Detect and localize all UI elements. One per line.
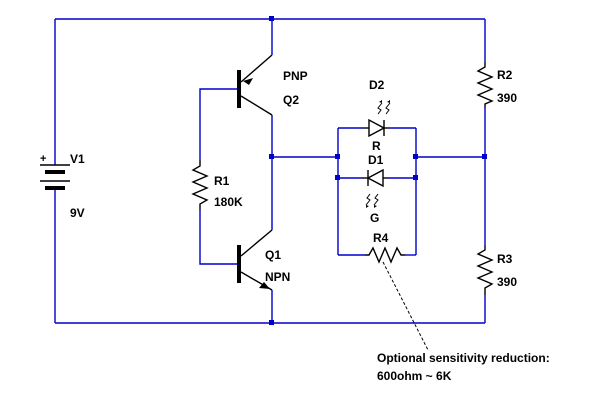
q2-ref-label: Q2 (283, 93, 299, 107)
q1-type-label: NPN (265, 270, 290, 284)
resistor-r4: R4 (365, 231, 405, 264)
junction-bottom (269, 320, 274, 325)
junction-bridge-right (413, 154, 418, 159)
r3-zigzag (476, 245, 494, 295)
d1-ref-label: D1 (368, 153, 384, 167)
r4-zigzag (365, 246, 405, 264)
v1-value-label: 9V (70, 206, 85, 220)
d2-ref-label: D2 (369, 78, 385, 92)
d2-color-label: R (372, 139, 381, 153)
r2-value-label: 390 (497, 91, 517, 105)
d1-color-label: G (370, 211, 379, 225)
wire-q1-base (199, 210, 237, 265)
junction-bridge-left (335, 154, 340, 159)
q2-base-bar (237, 70, 241, 108)
r2-ref-label: R2 (497, 68, 513, 82)
transistor-q1: Q1 NPN (237, 229, 290, 291)
wires (54, 18, 486, 324)
led-d1: D1 G (362, 153, 388, 225)
q1-base-bar (237, 245, 241, 283)
resistor-r2: R2 390 (476, 62, 517, 108)
v1-ref-label: V1 (70, 152, 85, 166)
battery-plus-sign: + (40, 153, 46, 165)
transistor-q2: PNP Q2 (237, 54, 308, 116)
annotation-leader-line (382, 261, 429, 351)
r2-zigzag (476, 62, 494, 108)
annotation-line-2: 600ohm ~ 6K (377, 369, 452, 383)
battery-plate-2 (45, 170, 65, 174)
q2-collector-lead (240, 95, 273, 116)
d1-light-emission-icon (365, 193, 379, 208)
battery-v1: + V1 9V (40, 152, 85, 220)
q1-emitter-arrow-icon (259, 282, 270, 289)
d2-light-emission-icon (377, 100, 391, 115)
d2-triangle (368, 118, 386, 138)
r1-value-label: 180K (214, 195, 243, 209)
junctions (269, 16, 487, 325)
junction-d1-left (335, 175, 340, 180)
resistor-r1: R1 180K (191, 160, 243, 210)
d1-triangle (366, 168, 384, 188)
junction-d1-right (413, 175, 418, 180)
q1-collector-lead (240, 229, 273, 257)
r4-ref-label: R4 (373, 231, 389, 245)
annotation-line-1: Optional sensitivity reduction: (377, 351, 550, 365)
r3-ref-label: R3 (497, 252, 513, 266)
battery-plate-4 (45, 186, 65, 190)
annotation: Optional sensitivity reduction: 600ohm ~… (377, 261, 550, 383)
junction-mid (269, 154, 274, 159)
r1-ref-label: R1 (214, 174, 230, 188)
wire-q2-base (199, 88, 237, 160)
q2-emitter-lead (240, 54, 273, 83)
r3-value-label: 390 (497, 275, 517, 289)
q2-type-label: PNP (283, 69, 308, 83)
q2-emitter-arrow-icon (243, 78, 253, 85)
q1-ref-label: Q1 (265, 248, 281, 262)
resistor-r3: R3 390 (476, 245, 517, 295)
r1-zigzag (191, 160, 209, 210)
led-d2: D2 R (364, 78, 391, 153)
junction-right (482, 154, 487, 159)
junction-top (269, 16, 274, 21)
